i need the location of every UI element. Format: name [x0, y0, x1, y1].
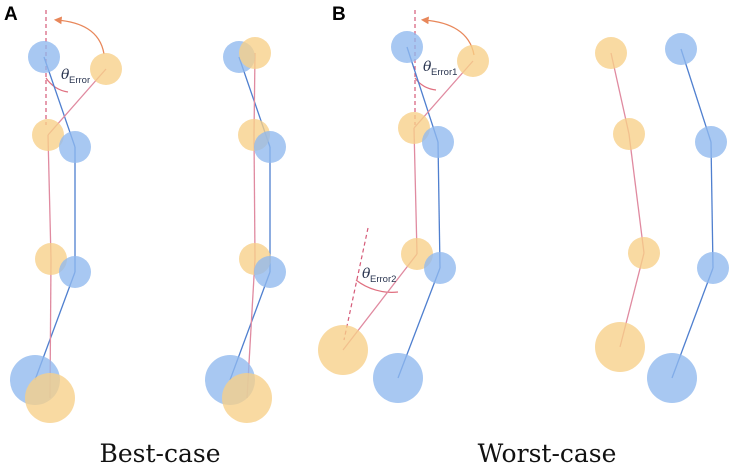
theta-subscript-2: Error2 [370, 274, 396, 285]
bone-line-blue [437, 141, 441, 269]
ground-truth-joint [254, 256, 286, 288]
predicted-joint [25, 373, 75, 423]
predicted-joint [401, 238, 433, 270]
bone-line-blue [680, 48, 712, 143]
bone-line-orange [628, 133, 645, 254]
worst-case-caption: Worst-case [478, 439, 617, 467]
bone-line-orange [413, 127, 418, 255]
worst-case-figure-aligned [595, 33, 729, 403]
ground-truth-joint [647, 353, 697, 403]
predicted-joint [613, 118, 645, 150]
theta-symbol: θ [61, 67, 70, 83]
worst-case-figure-annotated: θ Error1 θ Error2 [318, 10, 489, 403]
ground-truth-joint [697, 252, 729, 284]
best-case-figure-aligned [205, 37, 286, 423]
ground-truth-joint [391, 31, 423, 63]
error-arc-1 [414, 77, 437, 91]
ground-truth-joint [28, 41, 60, 73]
bone-line-blue [406, 46, 439, 143]
panel-a-label: A [4, 4, 18, 25]
ground-truth-joint [59, 256, 91, 288]
theta-subscript: Error [69, 75, 90, 86]
ground-truth-joint [695, 126, 727, 158]
best-case-caption: Best-case [99, 439, 220, 467]
error-arc-2 [355, 279, 399, 293]
theta-subscript-1: Error1 [431, 67, 457, 78]
predicted-joint [318, 325, 368, 375]
predicted-joint [32, 119, 64, 151]
ground-truth-joint [254, 131, 286, 163]
error-arc [45, 77, 69, 93]
predicted-joint [628, 237, 660, 269]
theta-symbol: θ [362, 266, 371, 282]
ground-truth-joint [665, 33, 697, 65]
panel-b-label: B [332, 4, 346, 25]
bone-line-orange [253, 134, 256, 260]
ground-truth-joint [422, 126, 454, 158]
ground-truth-joint [59, 131, 91, 163]
predicted-joint [90, 53, 122, 85]
predicted-joint [35, 243, 67, 275]
bone-line-blue [710, 141, 714, 269]
rotation-arrow [53, 16, 105, 55]
best-case-figure-annotated: θ Error [10, 10, 122, 423]
bone-line-orange [47, 134, 52, 260]
predicted-joint [595, 37, 627, 69]
predicted-joint [239, 37, 271, 69]
theta-symbol: θ [423, 59, 432, 75]
ground-truth-joint [424, 252, 456, 284]
predicted-joint [595, 322, 645, 372]
reference-axis-2 [343, 227, 369, 341]
ground-truth-joint [373, 353, 423, 403]
predicted-joint [222, 373, 272, 423]
predicted-joint [398, 112, 430, 144]
predicted-joint [457, 45, 489, 77]
